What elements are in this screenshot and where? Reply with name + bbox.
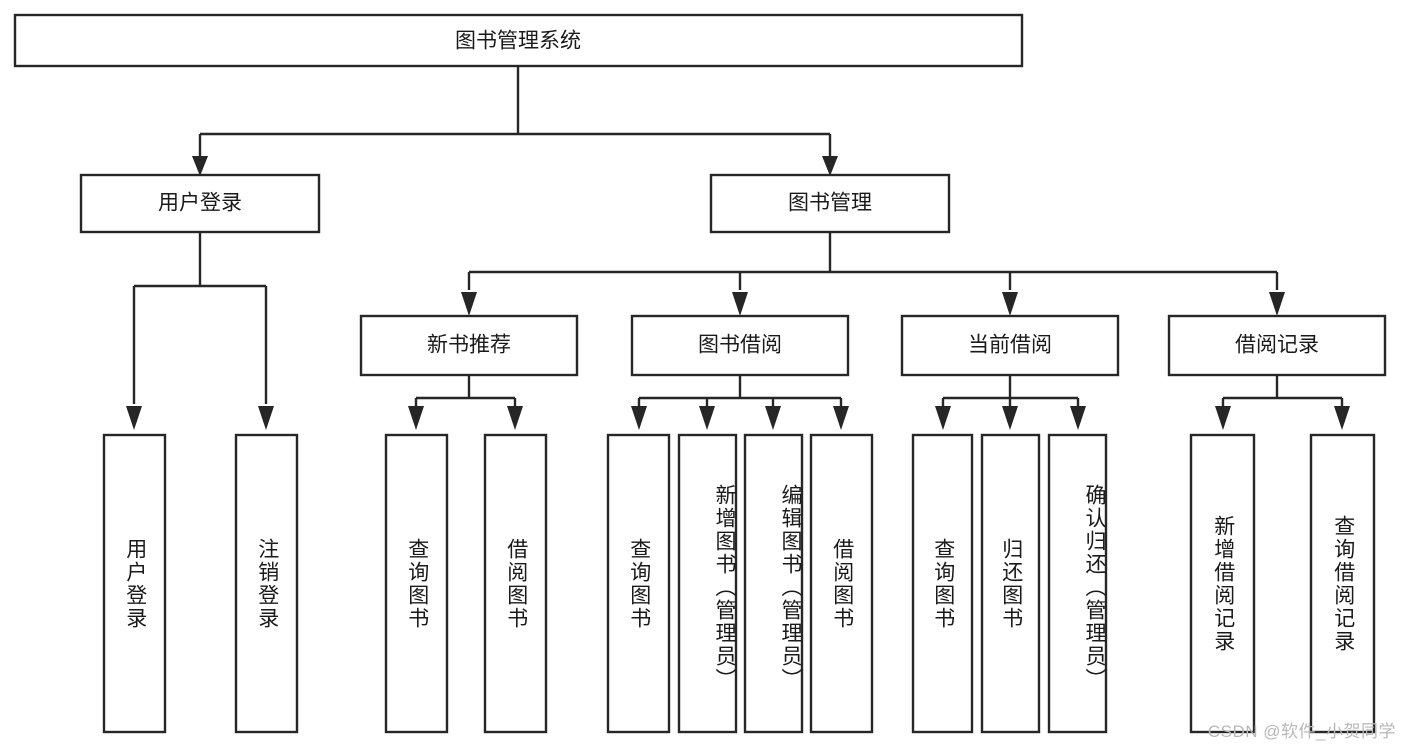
node-leaf-user-login-label: 用户登录	[123, 537, 147, 630]
arrowhead-leaf-query-book-1	[408, 406, 424, 430]
node-root[interactable]: 图书管理系统	[13, 13, 1024, 68]
watermark-text: CSDN @软件_小贺同学	[1207, 722, 1396, 741]
node-leaf-query-book-3-label: 查询图书	[931, 537, 955, 630]
node-user-login[interactable]: 用户登录	[79, 173, 321, 234]
arrowhead-leaf-confirm-return	[1070, 406, 1086, 430]
node-book-manage-label: 图书管理	[788, 192, 872, 215]
node-leaf-borrow-book-1-label: 借阅图书	[504, 537, 528, 630]
arrowhead-leaf-borrow-book-2	[833, 406, 849, 430]
node-borrow-record-label: 借阅记录	[1235, 334, 1319, 357]
node-borrow-record-box[interactable]	[1167, 314, 1387, 377]
arrowhead-leaf-borrow-book-1	[507, 406, 523, 430]
connector-user-login-bus	[132, 232, 268, 404]
node-new-book-recommend-box[interactable]	[359, 314, 579, 377]
node-leaf-return-book-label: 归还图书	[999, 537, 1023, 630]
node-book-borrow-box[interactable]	[630, 314, 850, 377]
node-current-borrow-box[interactable]	[900, 314, 1120, 377]
arrowhead-leaf-edit-book	[765, 406, 781, 430]
node-leaf-add-record-box[interactable]	[1189, 433, 1256, 734]
leaf-boxes-group	[102, 433, 1376, 734]
node-book-borrow-label: 图书借阅	[698, 334, 782, 357]
connector-book-manage-bus	[467, 232, 1279, 290]
connector-book-borrow-bus	[637, 375, 843, 406]
connectors-group	[126, 66, 1350, 430]
arrowhead-leaf-query-book-2	[631, 406, 647, 430]
node-leaf-return-book-box[interactable]	[980, 433, 1041, 734]
node-leaf-query-book-2-box[interactable]	[606, 433, 671, 734]
node-leaf-add-record-label: 新增借阅记录	[1211, 514, 1235, 653]
node-new-book-recommend[interactable]: 新书推荐	[359, 314, 579, 377]
node-borrow-record[interactable]: 借阅记录	[1167, 314, 1387, 377]
node-user-login-box[interactable]	[79, 173, 321, 234]
node-leaf-query-book-3-box[interactable]	[911, 433, 974, 734]
arrowhead-new-book-recommend	[461, 292, 477, 316]
node-leaf-edit-book-box[interactable]	[743, 433, 804, 734]
arrowhead-user-login	[192, 156, 208, 176]
node-book-manage[interactable]: 图书管理	[709, 173, 951, 234]
node-leaf-add-book-label: 新增图书（管理员）	[713, 484, 736, 691]
node-root-label: 图书管理系统	[455, 30, 581, 53]
node-leaf-confirm-return-label: 确认归还（管理员）	[1083, 484, 1106, 691]
arrowhead-leaf-query-book-3	[935, 406, 951, 430]
arrowhead-current-borrow	[1002, 292, 1018, 316]
node-new-book-recommend-label: 新书推荐	[427, 334, 511, 357]
node-leaf-borrow-book-1-box[interactable]	[483, 433, 548, 734]
node-leaf-query-book-1-box[interactable]	[384, 433, 449, 734]
arrowhead-book-manage	[822, 156, 838, 176]
node-book-manage-box[interactable]	[709, 173, 951, 234]
node-leaf-borrow-book-2-label: 借阅图书	[830, 537, 854, 630]
connector-new-book-recommend-bus	[414, 375, 517, 406]
arrowhead-leaf-user-login	[126, 406, 142, 430]
node-leaf-borrow-book-2-box[interactable]	[809, 433, 874, 734]
node-leaf-query-record-label: 查询借阅记录	[1331, 514, 1355, 653]
node-leaf-query-book-2-label: 查询图书	[627, 537, 651, 630]
node-current-borrow-label: 当前借阅	[968, 334, 1052, 357]
node-user-login-label: 用户登录	[158, 192, 242, 215]
node-leaf-logout-label: 注销登录	[255, 537, 279, 630]
arrowhead-leaf-return-book	[1002, 406, 1018, 430]
arrowhead-leaf-add-book	[699, 406, 715, 430]
node-root-box[interactable]	[13, 13, 1024, 68]
arrowhead-leaf-add-record	[1215, 406, 1231, 430]
connector-borrow-record-bus	[1221, 375, 1344, 406]
arrowhead-borrow-record	[1269, 292, 1285, 316]
node-leaf-query-record-box[interactable]	[1309, 433, 1376, 734]
node-leaf-user-login-box[interactable]	[102, 433, 167, 734]
node-leaf-edit-book-label: 编辑图书（管理员）	[779, 484, 802, 691]
node-current-borrow[interactable]: 当前借阅	[900, 314, 1120, 377]
node-leaf-confirm-return-box[interactable]	[1047, 433, 1108, 734]
connector-root-to-level2	[198, 66, 832, 160]
node-leaf-query-book-1-label: 查询图书	[405, 537, 429, 630]
arrowhead-leaf-query-record	[1334, 406, 1350, 430]
arrowhead-book-borrow	[732, 292, 748, 316]
arrowhead-leaf-logout	[258, 406, 274, 430]
node-book-borrow[interactable]: 图书借阅	[630, 314, 850, 377]
node-leaf-logout-box[interactable]	[234, 433, 299, 734]
connector-current-borrow-bus	[941, 375, 1080, 406]
node-leaf-add-book-box[interactable]	[677, 433, 738, 734]
